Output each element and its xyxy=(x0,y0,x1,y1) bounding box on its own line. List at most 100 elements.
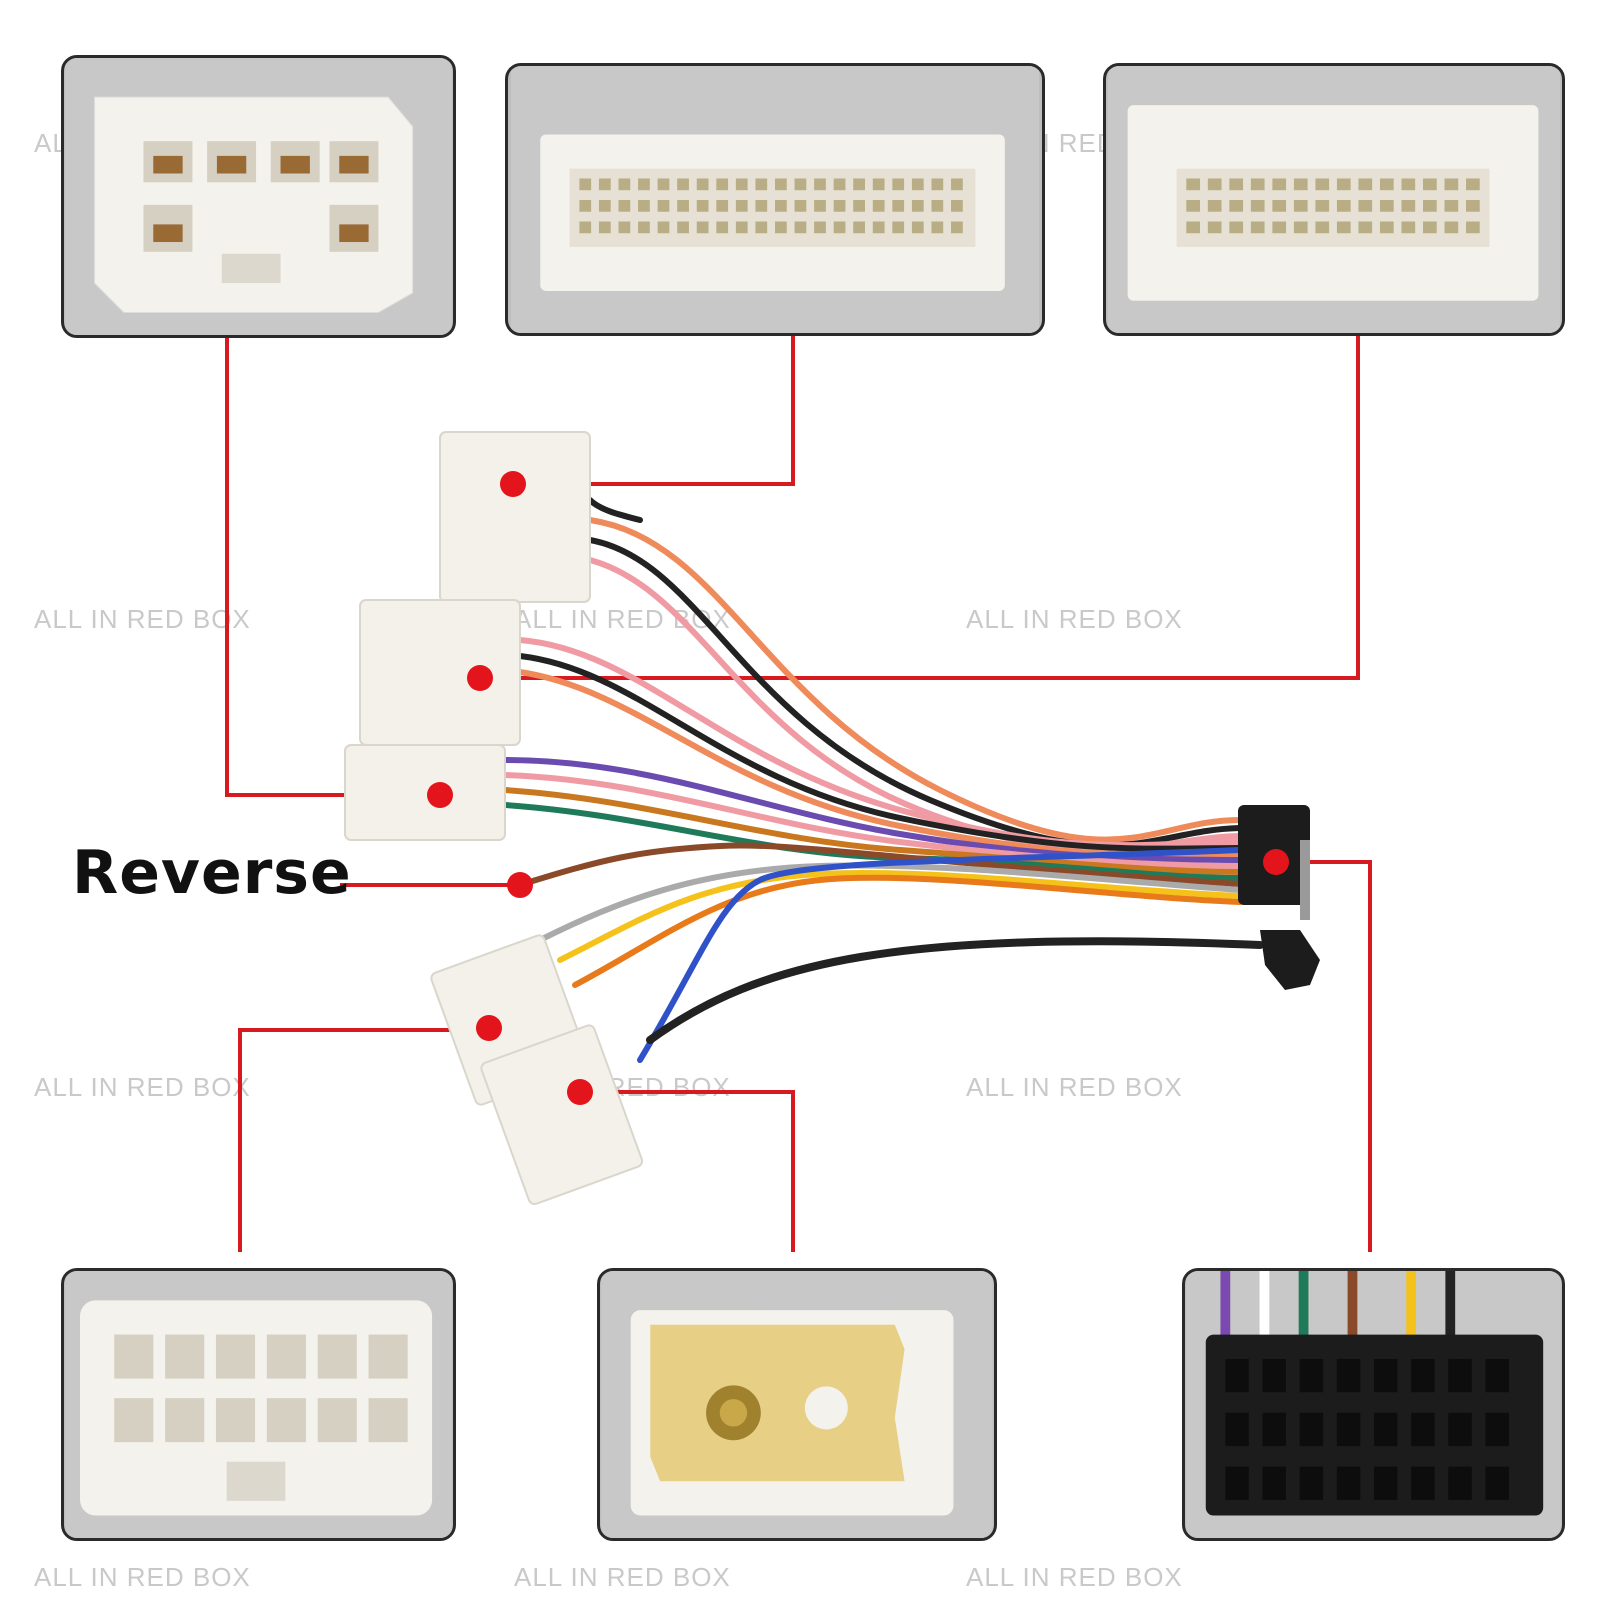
pin-slot xyxy=(1444,178,1459,191)
pin-slot xyxy=(911,178,924,191)
pin-slot xyxy=(165,1334,205,1379)
pin-slot xyxy=(114,1334,154,1379)
pin-slot xyxy=(1207,221,1222,234)
pin-slot xyxy=(1485,1412,1509,1447)
white-40-pin-connector-icon xyxy=(510,66,1040,333)
pin-slot xyxy=(794,199,807,212)
callout-dot xyxy=(500,471,526,497)
pin-slot xyxy=(931,178,944,191)
pin-slot xyxy=(814,221,826,234)
pin-slot xyxy=(1225,1359,1249,1393)
pin-slot xyxy=(1448,1359,1472,1393)
watermark: ALL IN RED BOX xyxy=(34,1072,251,1102)
pin-slot xyxy=(1262,1412,1286,1447)
wire-bundle xyxy=(502,497,1264,1063)
panel-connector-antenna-bottom-center xyxy=(597,1268,997,1541)
pin-slot xyxy=(1448,1466,1472,1500)
pin-slot xyxy=(1411,1359,1435,1393)
panel-connector-16pin-bottom-right xyxy=(1182,1268,1565,1541)
pin-slot xyxy=(911,199,924,212)
pin-slot xyxy=(833,221,846,234)
pin-slot xyxy=(1444,221,1459,234)
pin-slot xyxy=(266,1334,306,1379)
pin-slot xyxy=(1315,178,1330,191)
pin-slot xyxy=(1250,199,1265,212)
pin-slot xyxy=(1358,221,1373,234)
pin-slot xyxy=(814,178,826,191)
pin-slot xyxy=(1466,178,1480,191)
pin-slot xyxy=(1293,199,1308,212)
pin-slot xyxy=(1401,178,1416,191)
watermark: ALL IN RED BOX xyxy=(966,1562,1183,1592)
pin-slot xyxy=(1229,221,1244,234)
watermark: ALL IN RED BOX xyxy=(966,1072,1183,1102)
pin-slot xyxy=(598,221,611,234)
pin-slot xyxy=(696,199,709,212)
antenna-connector-icon xyxy=(601,1271,993,1538)
pin-slot xyxy=(1448,1412,1472,1447)
pin-slot xyxy=(892,221,905,234)
white-12-pin-connector-icon xyxy=(65,1271,452,1538)
callout-dot xyxy=(1263,849,1289,875)
pin-slot xyxy=(677,178,689,191)
pin-slot xyxy=(1466,221,1480,234)
antenna-plug-shape xyxy=(1260,930,1320,990)
pin-slot xyxy=(1411,1412,1435,1447)
pin-slot xyxy=(1186,221,1201,234)
pin-slot xyxy=(1272,221,1287,234)
pin-slot xyxy=(1186,199,1201,212)
pin-slot xyxy=(368,1398,408,1443)
pin-slot xyxy=(833,199,846,212)
pin-slot xyxy=(1293,221,1308,234)
pin-slot xyxy=(735,199,748,212)
pin-slot xyxy=(1336,1359,1361,1393)
pin-slot xyxy=(794,221,807,234)
pin-slot xyxy=(892,178,905,191)
pin-slot xyxy=(1225,1412,1249,1447)
pin-slot xyxy=(1401,199,1416,212)
pin-slot xyxy=(1229,178,1244,191)
watermark: ALL IN RED BOX xyxy=(34,1562,251,1592)
pin-slot xyxy=(618,221,631,234)
pin-slot xyxy=(1336,1412,1361,1447)
pin-slot xyxy=(833,178,846,191)
pin-slot xyxy=(657,221,670,234)
pin-slot xyxy=(775,178,787,191)
pin-slot xyxy=(872,221,885,234)
pin-slot xyxy=(951,221,963,234)
pin-slot xyxy=(165,1398,205,1443)
pin-slot xyxy=(579,199,592,212)
pin-slot xyxy=(1379,221,1394,234)
callout-dot xyxy=(467,665,493,691)
pin-slot xyxy=(317,1334,357,1379)
pin-slot xyxy=(1423,221,1437,234)
pin-slot xyxy=(814,199,826,212)
pin-slot xyxy=(657,178,670,191)
pin-slot xyxy=(638,221,650,234)
panel-connector-40pin-top-right xyxy=(1103,63,1565,336)
antenna-pin-shape xyxy=(1300,840,1310,920)
watermark: ALL IN RED BOX xyxy=(966,604,1183,634)
pin-slot xyxy=(1250,221,1265,234)
pin-slot xyxy=(931,199,944,212)
pin-slot xyxy=(266,1398,306,1443)
pin-slot xyxy=(1299,1412,1324,1447)
callout-dot xyxy=(507,872,533,898)
pin-slot xyxy=(951,199,963,212)
pin-slot xyxy=(775,199,787,212)
white-40-pin-connector-icon xyxy=(1108,66,1560,333)
pin-slot xyxy=(951,178,963,191)
pin-slot xyxy=(677,199,689,212)
pin-slot xyxy=(1485,1359,1509,1393)
pin-slot xyxy=(872,178,885,191)
pin-slot xyxy=(1315,199,1330,212)
pin-slot xyxy=(579,221,592,234)
pin-slot xyxy=(872,199,885,212)
pin-slot xyxy=(1336,199,1351,212)
pin-slot xyxy=(1315,221,1330,234)
pin-slot xyxy=(1373,1466,1398,1500)
pin-slot xyxy=(1373,1359,1398,1393)
pin-slot xyxy=(755,221,768,234)
